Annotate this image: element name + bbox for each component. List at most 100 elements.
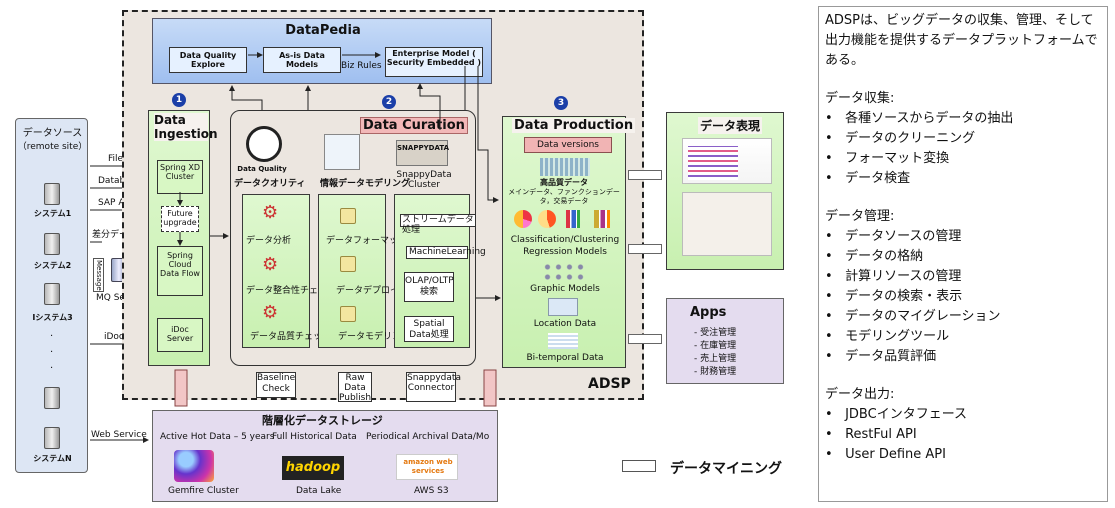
chart-image-bars [688, 146, 738, 180]
document-icon [340, 256, 356, 272]
ingestion-title: Data Ingestion [154, 113, 218, 141]
app-sales-item: - 売上管理 [694, 354, 737, 364]
gemfire-label: Gemfire Cluster [168, 486, 239, 496]
adsp-label: ADSP [588, 376, 631, 392]
tier-active: Active Hot Data – 5 years [160, 432, 275, 442]
bitemporal-data-item: Bi-temporal Data [526, 353, 604, 363]
data-sources-panel: データソース （remote site） システム1 システム2 Iシステム3 … [15, 118, 88, 473]
list-item: • データの検索・表示 [825, 289, 963, 304]
data-versions-arrow[interactable]: Data versions [524, 137, 612, 153]
curation-col-quality [242, 194, 310, 348]
server-icon [44, 387, 60, 409]
asis-models-box[interactable]: As-is Data Models [263, 47, 341, 73]
list-item: • JDBCインタフェース [825, 407, 968, 422]
gear-icon: ⚙ [262, 202, 279, 223]
server-icon [44, 183, 60, 205]
description-panel: ADSPは、ビッグデータの収集、管理、そして出力機能を提供するデータプラットフォ… [818, 6, 1108, 502]
dq-explore-box[interactable]: Data Quality Explore [169, 47, 247, 73]
list-item: • フォーマット変換 [825, 151, 950, 166]
storage-title: 階層化データストレージ [262, 414, 383, 427]
list-item: • User Define API [825, 447, 946, 462]
data-modeling-item: データモデリング [338, 332, 411, 342]
apps-panel [666, 298, 784, 384]
data-expression-title: データ表現 [698, 117, 763, 134]
baseline-check-label: Baseline Check [256, 372, 296, 398]
list-item: • 各種ソースからデータの抽出 [825, 111, 1014, 126]
raw-data-publish-label: Raw Data Publish [338, 372, 372, 403]
aws-s3-label: AWS S3 [414, 486, 449, 496]
biz-rules-label: Biz Rules [341, 61, 382, 71]
management-list: • データソースの管理 • データの格納 • 計算リソースの管理 • データの検… [825, 227, 1101, 367]
list-item: • データの格納 [825, 249, 924, 264]
list-item: • RestFul API [825, 427, 917, 442]
timeline-icon [548, 333, 578, 349]
document-icon [340, 306, 356, 322]
list-item: • データソースの管理 [825, 229, 962, 244]
file-label: File [108, 154, 124, 164]
mq-server-label: MQ Server [96, 293, 144, 303]
data-lake-label: Data Lake [296, 486, 342, 496]
output-title: データ出力: [825, 387, 895, 402]
list-item: • モデリングツール [825, 329, 950, 344]
hq-data-title: 高品質データ [540, 178, 588, 187]
hand-drawing-image [682, 192, 772, 256]
app-inventory-item: - 在庫管理 [694, 341, 737, 351]
system-2-label: システム2 [33, 261, 72, 270]
gear-icon: ⚙ [262, 254, 279, 275]
ellipsis-dots: ··· [50, 331, 54, 374]
hq-data-subtitle: メインデータ、ファンクションデータ，交易データ [508, 188, 620, 205]
diff-data-label: 差分データ [92, 230, 138, 240]
snappydata-connector-label: Snappydata Connector [406, 372, 461, 402]
data-sources-title: データソース [22, 128, 83, 139]
information-graph-icon [324, 134, 360, 170]
output-arrow [628, 244, 662, 254]
hollow-right-arrow [622, 460, 656, 472]
data-deploy-item: データデプロイ [336, 286, 400, 296]
aws-logo-text: amazon web services [403, 458, 453, 475]
gear-icon: ⚙ [262, 302, 279, 323]
data-sources-subtitle: （remote site） [17, 142, 88, 152]
aws-logo: amazon web services [396, 454, 458, 480]
dq-header: データクオリティ [234, 179, 306, 189]
machine-learning-item: MachineLearning [406, 246, 486, 259]
list-item: • データ品質評価 [825, 349, 937, 364]
data-mining-label: データマイニング [670, 461, 782, 477]
description-intro: ADSPは、ビッグデータの収集、管理、そして出力機能を提供するデータプラットフォ… [825, 13, 1098, 68]
system-1-label: システム1 [33, 209, 72, 218]
graph-model-icon [542, 262, 586, 282]
list-item: • データ検査 [825, 171, 911, 186]
spring-xd-box[interactable]: Spring XD Cluster [157, 160, 203, 194]
stream-processing-item: ストリームデータ処理 [400, 214, 476, 235]
datapedia-title: DataPedia [285, 23, 361, 38]
apps-title: Apps [690, 305, 727, 320]
server-icon [44, 427, 60, 449]
idoc-server-box[interactable]: iDoc Server [157, 318, 203, 352]
info-header: 情報 [320, 179, 339, 189]
management-title: データ管理: [825, 209, 895, 224]
output-list: • JDBCインタフェース • RestFul API • User Defin… [825, 405, 1101, 465]
format-convert-item: データフォーマット変換 [326, 236, 426, 246]
modeling-header: データモデリング [338, 179, 411, 189]
binary-data-icon [540, 158, 590, 176]
enterprise-model-box[interactable]: Enterprise Model ( Security Embedded ) [385, 47, 483, 77]
future-upgrade-box: Future upgrade [161, 206, 199, 232]
bar-chart-icon [594, 210, 610, 228]
collection-title: データ収集: [825, 91, 895, 106]
production-title: Data Production [512, 118, 636, 133]
list-item: • データのマイグレーション [825, 309, 1001, 324]
bar-chart-icon [566, 210, 580, 228]
ingestion-number-badge: 1 [172, 93, 186, 107]
idoc-label: iDoc [104, 332, 124, 342]
olap-search-item: OLAP/OLTP検索 [404, 272, 454, 302]
tier-historical: Full Historical Data [272, 432, 357, 442]
list-item: • 計算リソースの管理 [825, 269, 962, 284]
app-order-item: - 受注管理 [694, 328, 737, 338]
curation-number-badge: 2 [382, 95, 396, 109]
app-finance-item: - 財務管理 [694, 367, 737, 377]
system-3-label: Iシステム3 [32, 313, 73, 322]
spring-cloud-box[interactable]: Spring Cloud Data Flow [157, 246, 203, 296]
database-label: Database [98, 176, 141, 186]
pie-chart-icon [538, 210, 556, 228]
list-item: • データのクリーニング [825, 131, 976, 146]
curation-title: Data Curation [360, 117, 468, 134]
